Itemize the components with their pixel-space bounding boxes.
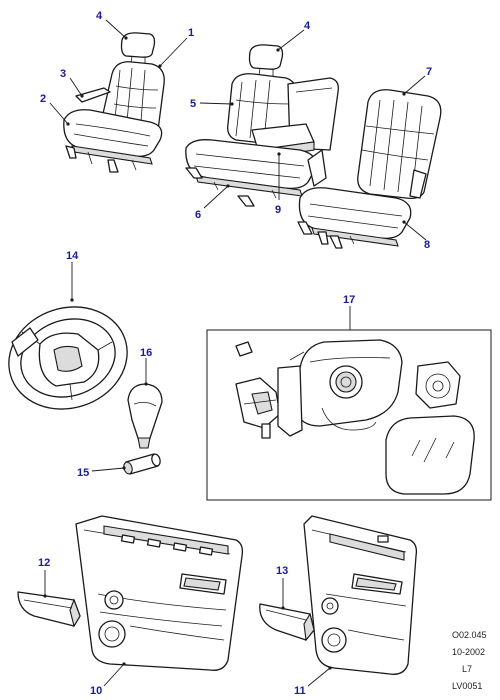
callout-11: 11 (294, 685, 306, 697)
door-mirror-assembly (206, 329, 492, 501)
gear-knob (127, 383, 163, 449)
callout-17: 17 (343, 294, 355, 306)
ref-date: 10-2002 (452, 647, 486, 657)
callout-1: 1 (188, 27, 194, 39)
callout-4b: 4 (304, 20, 311, 32)
callout-12: 12 (38, 557, 50, 569)
front-door-armrest-pull (17, 591, 81, 628)
callout-13: 13 (276, 565, 288, 577)
front-door-trim-panel (75, 515, 244, 671)
steering-wheel (8, 306, 128, 410)
callout-9: 9 (275, 204, 281, 216)
front-seat-passenger (297, 89, 442, 249)
callout-4a: 4 (96, 10, 103, 22)
leader-lines (43, 19, 427, 687)
callout-14: 14 (66, 250, 79, 262)
ref-model: L7 (462, 664, 473, 674)
callout-numbers: 1 2 3 4 4 5 6 7 8 9 10 11 12 13 14 15 16… (38, 10, 432, 697)
ref-plate: LV0051 (452, 681, 483, 691)
callout-3: 3 (60, 68, 66, 80)
callout-7: 7 (426, 66, 432, 78)
rear-door-armrest-pull (259, 603, 315, 642)
rear-door-trim-panel (303, 515, 418, 675)
ref-code: O02.045 (452, 630, 487, 640)
callout-6: 6 (195, 209, 201, 221)
rear-bench-seat (185, 44, 339, 207)
callout-2: 2 (40, 93, 46, 105)
front-seat-driver (63, 32, 165, 173)
callout-15: 15 (77, 467, 89, 479)
callout-5: 5 (190, 98, 196, 110)
callout-8: 8 (424, 239, 430, 251)
callout-10: 10 (90, 685, 102, 697)
callout-16: 16 (140, 347, 152, 359)
small-cylinder-part (123, 453, 161, 475)
